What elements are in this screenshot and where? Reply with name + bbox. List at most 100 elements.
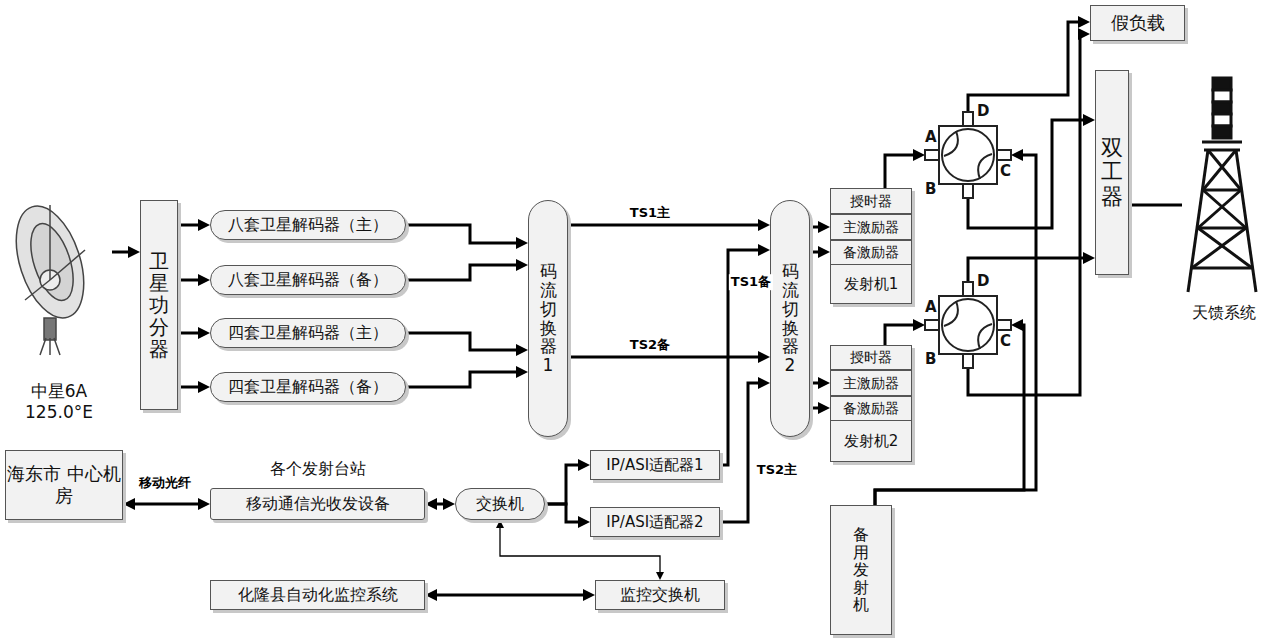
- arrowhead: [758, 377, 770, 389]
- node-text: IP/ASI适配器1: [606, 456, 703, 474]
- arrowhead: [443, 498, 455, 510]
- decoder-box: 八套卫星解码器（主）: [210, 210, 406, 240]
- arrowhead: [516, 237, 528, 249]
- connector: [178, 381, 210, 393]
- node-text: 假负载: [1111, 12, 1165, 34]
- connector-line: [406, 372, 521, 387]
- connector-line: [720, 383, 763, 522]
- exciter-box: 主激励器: [830, 214, 912, 240]
- connector: [545, 504, 590, 528]
- arrowhead: [913, 319, 925, 331]
- timing-unit: 授时器: [830, 345, 912, 370]
- arrowhead: [516, 259, 528, 271]
- transmitter-box: 发射机2: [830, 420, 912, 462]
- node-text: 化隆县自动化监控系统: [238, 585, 398, 604]
- connector: [178, 219, 210, 231]
- connector-line: [545, 504, 583, 522]
- connector: [810, 246, 830, 258]
- port-letter: A: [925, 128, 937, 146]
- coaxial-switch: ADCB: [925, 112, 1011, 198]
- connector-line: [885, 155, 918, 188]
- arrowhead: [656, 572, 664, 580]
- port-letter: A: [925, 298, 937, 316]
- node-text: 授时器: [850, 193, 892, 210]
- node-text: 海东市 中心机房: [6, 463, 122, 506]
- adapter-box: IP/ASI适配器2: [590, 507, 720, 537]
- arrowhead: [198, 381, 210, 393]
- arrowhead: [516, 344, 528, 356]
- switch-box: 交换机: [455, 488, 545, 520]
- node-text: 码流切换器2: [782, 262, 799, 374]
- arrowhead: [425, 498, 437, 510]
- central-room: 海东市 中心机房: [5, 450, 123, 520]
- arrowhead: [425, 589, 437, 601]
- connector-line: [1129, 204, 1182, 207]
- arrowhead: [758, 219, 770, 231]
- connector: [885, 319, 925, 345]
- node-text: 八套卫星解码器（主）: [228, 215, 388, 234]
- caption-text: 天馈系统: [1192, 303, 1256, 322]
- node-text: 八套卫星解码器（备）: [228, 270, 388, 289]
- arrowhead: [198, 498, 210, 510]
- arrowhead: [818, 377, 830, 389]
- arrowhead: [818, 221, 830, 233]
- connector: [178, 274, 210, 286]
- arrowhead: [123, 498, 135, 510]
- arrowhead: [578, 459, 590, 471]
- exciter-box: 主激励器: [830, 370, 912, 396]
- connector: [545, 459, 590, 504]
- arrowhead: [516, 366, 528, 378]
- arrowhead: [1011, 149, 1023, 161]
- connector: [406, 225, 528, 249]
- connector: [810, 402, 830, 414]
- connector: [425, 498, 455, 510]
- arrowhead: [198, 327, 210, 339]
- connector-line: [885, 325, 918, 345]
- arrowhead: [198, 274, 210, 286]
- connector: [568, 219, 770, 231]
- coaxial-switch: ADCB: [925, 282, 1011, 368]
- connector-line: [968, 22, 1083, 112]
- caption-text: 中星6A 125.0°E: [6, 381, 112, 422]
- connector: [568, 351, 770, 363]
- node-text: 卫星功分器: [149, 250, 169, 360]
- connector: [810, 221, 830, 233]
- node-text: 交换机: [476, 494, 524, 513]
- monitor-system: 化隆县自动化监控系统: [210, 580, 425, 610]
- optical-transceiver: 各个发射台站移动通信光收发设备: [210, 488, 425, 520]
- monitor-switch: 监控交换机: [595, 580, 725, 610]
- exciter-box: 备激励器: [830, 240, 912, 265]
- node-text: 主激励器: [843, 375, 899, 392]
- connector-line: [568, 224, 763, 227]
- dummy-load: 假负载: [1090, 5, 1185, 41]
- port-letter: B: [925, 350, 936, 368]
- connector: [1129, 205, 1182, 206]
- node-text: 监控交换机: [620, 585, 700, 604]
- node-text: 发射机2: [844, 432, 899, 450]
- node-text: 备用发射机: [853, 526, 869, 614]
- node-text: 四套卫星解码器（主）: [228, 323, 388, 342]
- arrowhead: [1078, 16, 1090, 28]
- splitter-box: 卫星功分器: [140, 200, 178, 410]
- connector: [123, 498, 210, 510]
- arrowhead: [1083, 114, 1095, 126]
- arrowhead: [128, 246, 140, 258]
- node-text: 授时器: [850, 349, 892, 366]
- decoder-box: 四套卫星解码器（备）: [210, 372, 406, 402]
- arrowhead: [583, 589, 595, 601]
- node-heading: 各个发射台站: [191, 459, 444, 480]
- connector-line: [432, 594, 588, 597]
- arrowhead: [578, 516, 590, 528]
- node-text: 备激励器: [843, 244, 899, 261]
- connector: [178, 327, 210, 339]
- signal-label: TS1主: [628, 205, 672, 221]
- satellite-dish: 中星6A 125.0°E: [6, 190, 112, 422]
- node-text: 移动通信光收发设备: [246, 494, 390, 513]
- node-text: 备激励器: [843, 400, 899, 417]
- connector: [406, 366, 528, 387]
- antenna-tower: 天馈系统: [1182, 72, 1266, 322]
- connector-line: [545, 465, 583, 504]
- connector: [968, 16, 1090, 112]
